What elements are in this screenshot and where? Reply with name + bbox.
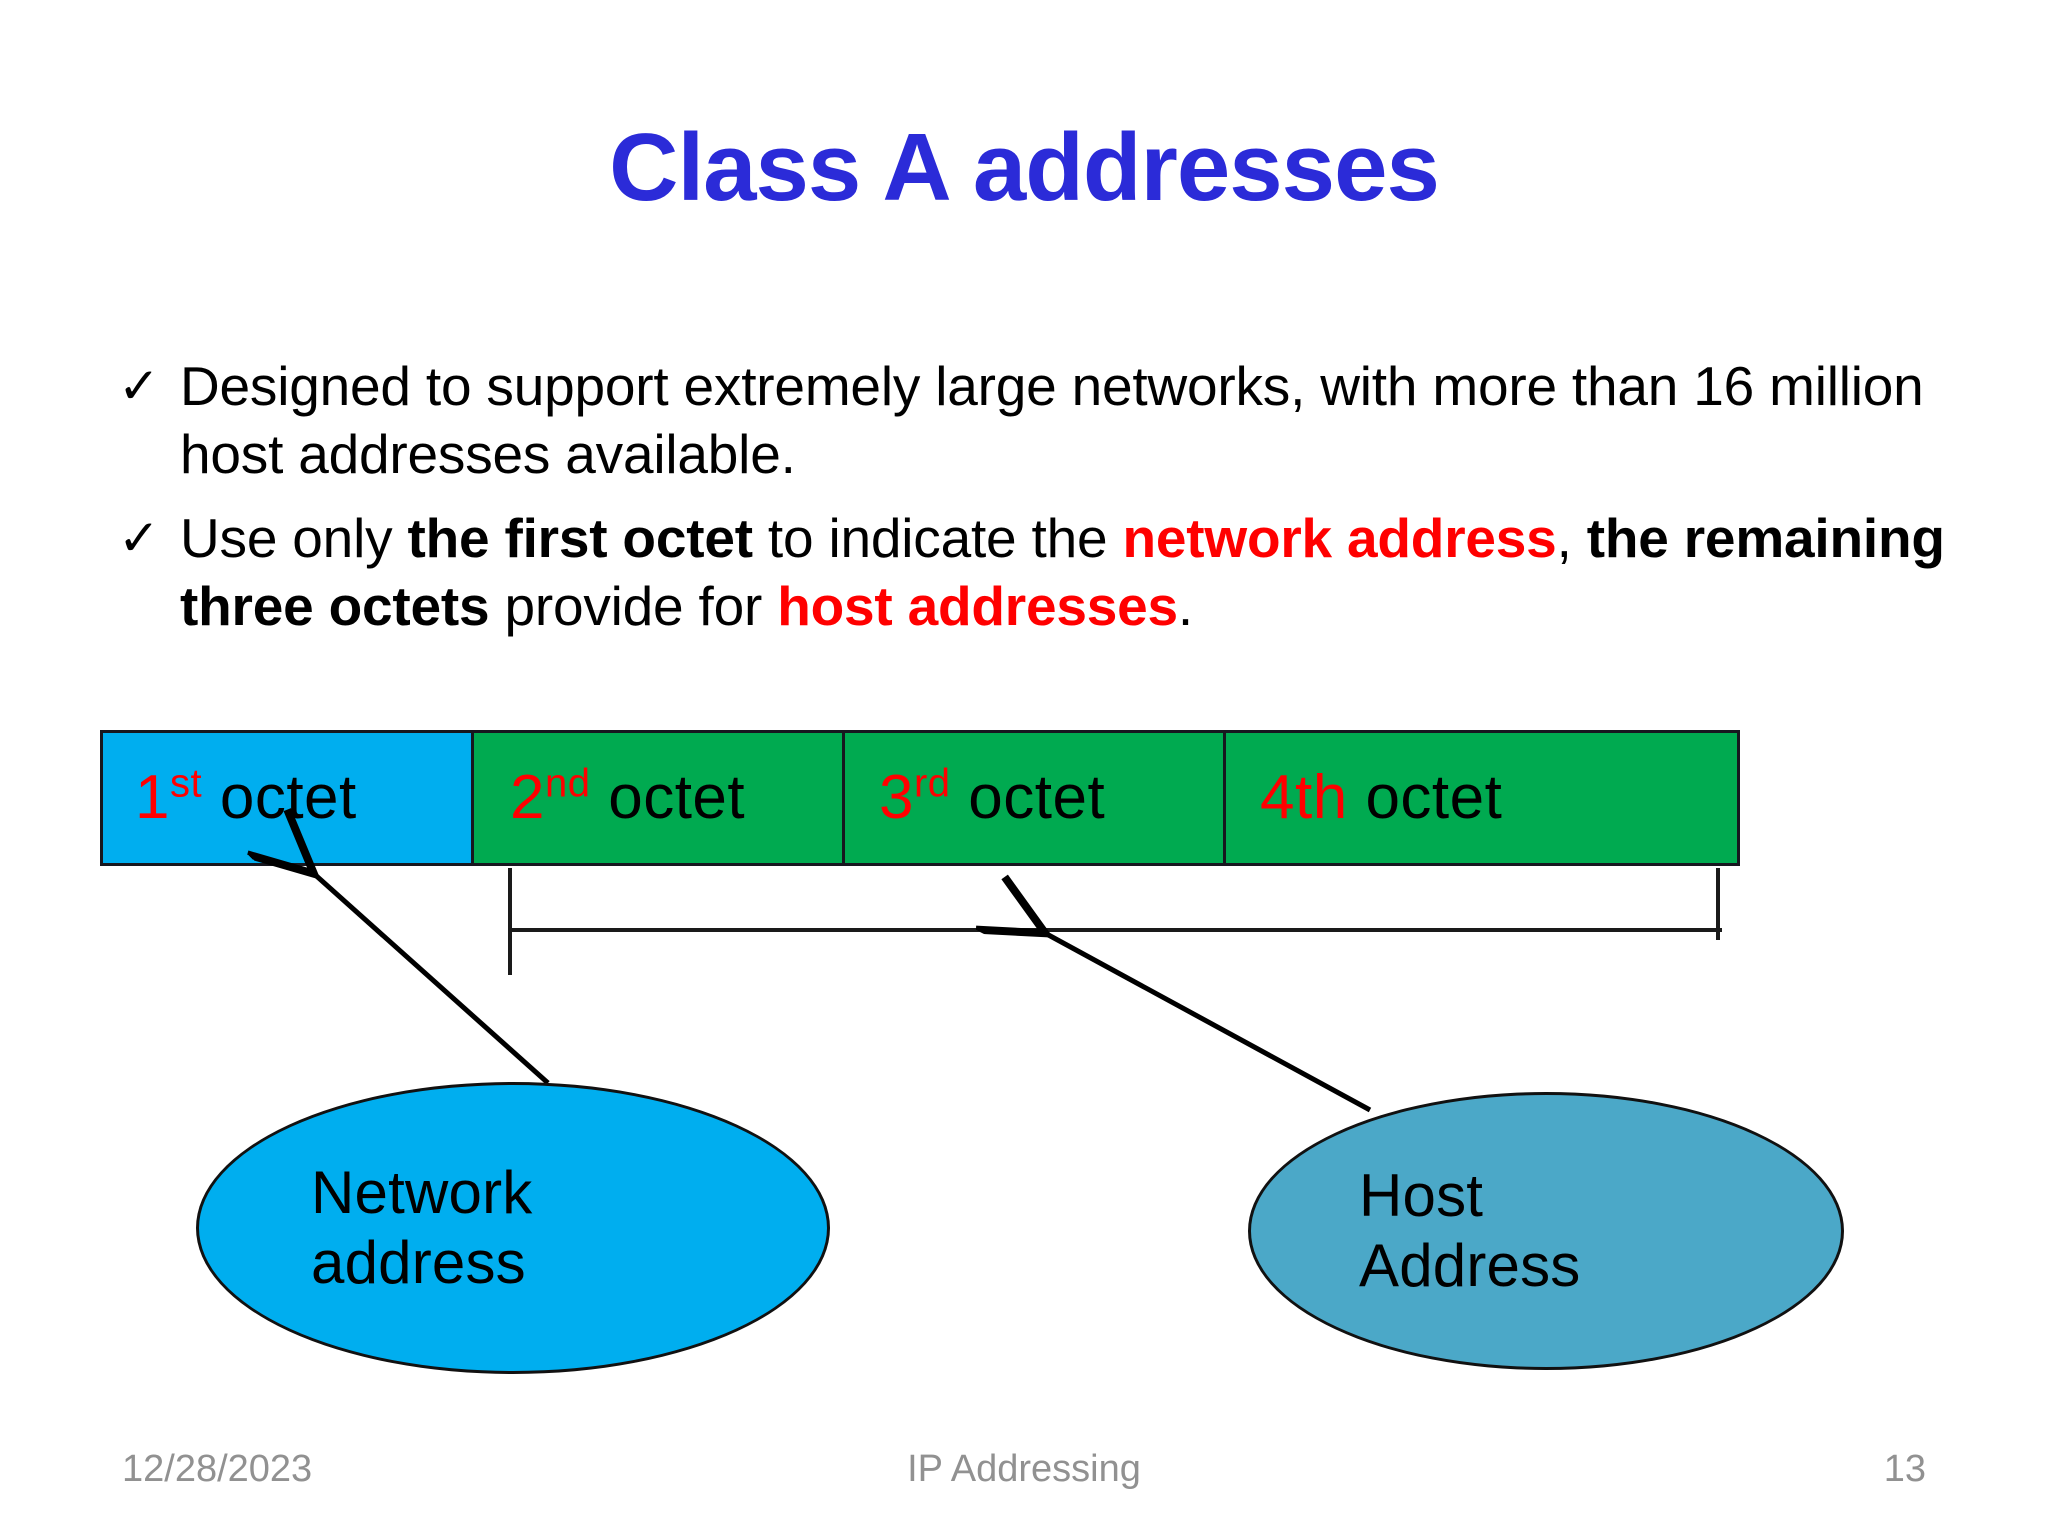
octet-3-word: octet: [968, 763, 1106, 832]
octet-cell-3-label: 3rd octet: [845, 763, 1105, 829]
bullet-2-segment-7: provide for: [489, 575, 778, 637]
bullet-2-segment-6-bold: the remaining three octets: [180, 507, 1945, 637]
checkmark-icon: ✓: [118, 357, 160, 415]
octet-3-suffix: rd: [913, 761, 951, 806]
octet-cell-1: 1st octet: [100, 730, 474, 866]
callout-network-address: Network address: [196, 1082, 830, 1374]
octet-4-ordinal: 4: [1260, 763, 1295, 832]
octet-2-suffix: nd: [544, 761, 591, 806]
octet-2-word: octet: [608, 763, 746, 832]
octet-1-word: octet: [219, 763, 357, 832]
octet-4-suffix: th: [1294, 763, 1348, 832]
bullet-item-2: ✓ Use only the first octet to indicate t…: [118, 504, 1948, 640]
octet-4-word: octet: [1365, 763, 1503, 832]
footer-subject: IP Addressing: [907, 1448, 1141, 1490]
bullet-item-1-text: Designed to support extremely large netw…: [180, 352, 1948, 488]
bullet-2-segment-8-host-addresses: host addresses: [777, 575, 1178, 637]
octet-3-ordinal: 3: [879, 763, 914, 832]
callout-host-line-2: Address: [1359, 1232, 1581, 1299]
octet-cell-1-label: 1st octet: [103, 763, 357, 829]
bullet-2-segment-2-bold: the first octet: [407, 507, 753, 569]
bullet-2-segment-1: Use only: [180, 507, 408, 569]
bullet-1-segment-1: Designed to support extremely large netw…: [180, 355, 1924, 485]
bullet-2-segment-4-network-address: network address: [1122, 507, 1557, 569]
octet-1-suffix: st: [169, 761, 203, 806]
arrow-host-to-bracket: [1043, 932, 1372, 1113]
octet-cell-4-label: 4th octet: [1226, 767, 1502, 829]
bullet-2-segment-3: to indicate the: [752, 507, 1123, 569]
checkmark-icon: ✓: [118, 509, 160, 567]
bullet-2-segment-9: .: [1177, 575, 1194, 637]
octet-cell-3: 3rd octet: [842, 730, 1226, 866]
bullet-list: ✓ Designed to support extremely large ne…: [118, 352, 1948, 656]
octet-cell-4: 4th octet: [1223, 730, 1740, 866]
bullet-item-1: ✓ Designed to support extremely large ne…: [118, 352, 1948, 488]
host-range-bracket: [508, 868, 1722, 975]
page-title: Class A addresses: [609, 114, 1440, 221]
footer-date: 12/28/2023: [122, 1448, 313, 1490]
callout-host-address: Host Address: [1248, 1092, 1844, 1370]
footer-page-number: 13: [1883, 1448, 1926, 1490]
bullet-item-2-text: Use only the first octet to indicate the…: [180, 504, 1948, 640]
bullet-2-segment-5: ,: [1556, 507, 1587, 569]
callout-network-line-2: address: [311, 1229, 526, 1296]
octet-cell-2: 2nd octet: [471, 730, 845, 866]
octet-2-ordinal: 2: [510, 763, 545, 832]
slide-footer: 12/28/2023 IP Addressing 13: [0, 1448, 2048, 1508]
octet-cell-2-label: 2nd octet: [474, 763, 745, 829]
octet-1-ordinal: 1: [135, 763, 170, 832]
callout-host-line-1: Host: [1359, 1161, 1484, 1229]
octet-bar-diagram: 1st octet 2nd octet 3rd octet 4th octet: [100, 730, 1740, 866]
callout-network-line-1: Network: [311, 1158, 533, 1226]
arrow-network-to-first-octet: [312, 872, 550, 1085]
